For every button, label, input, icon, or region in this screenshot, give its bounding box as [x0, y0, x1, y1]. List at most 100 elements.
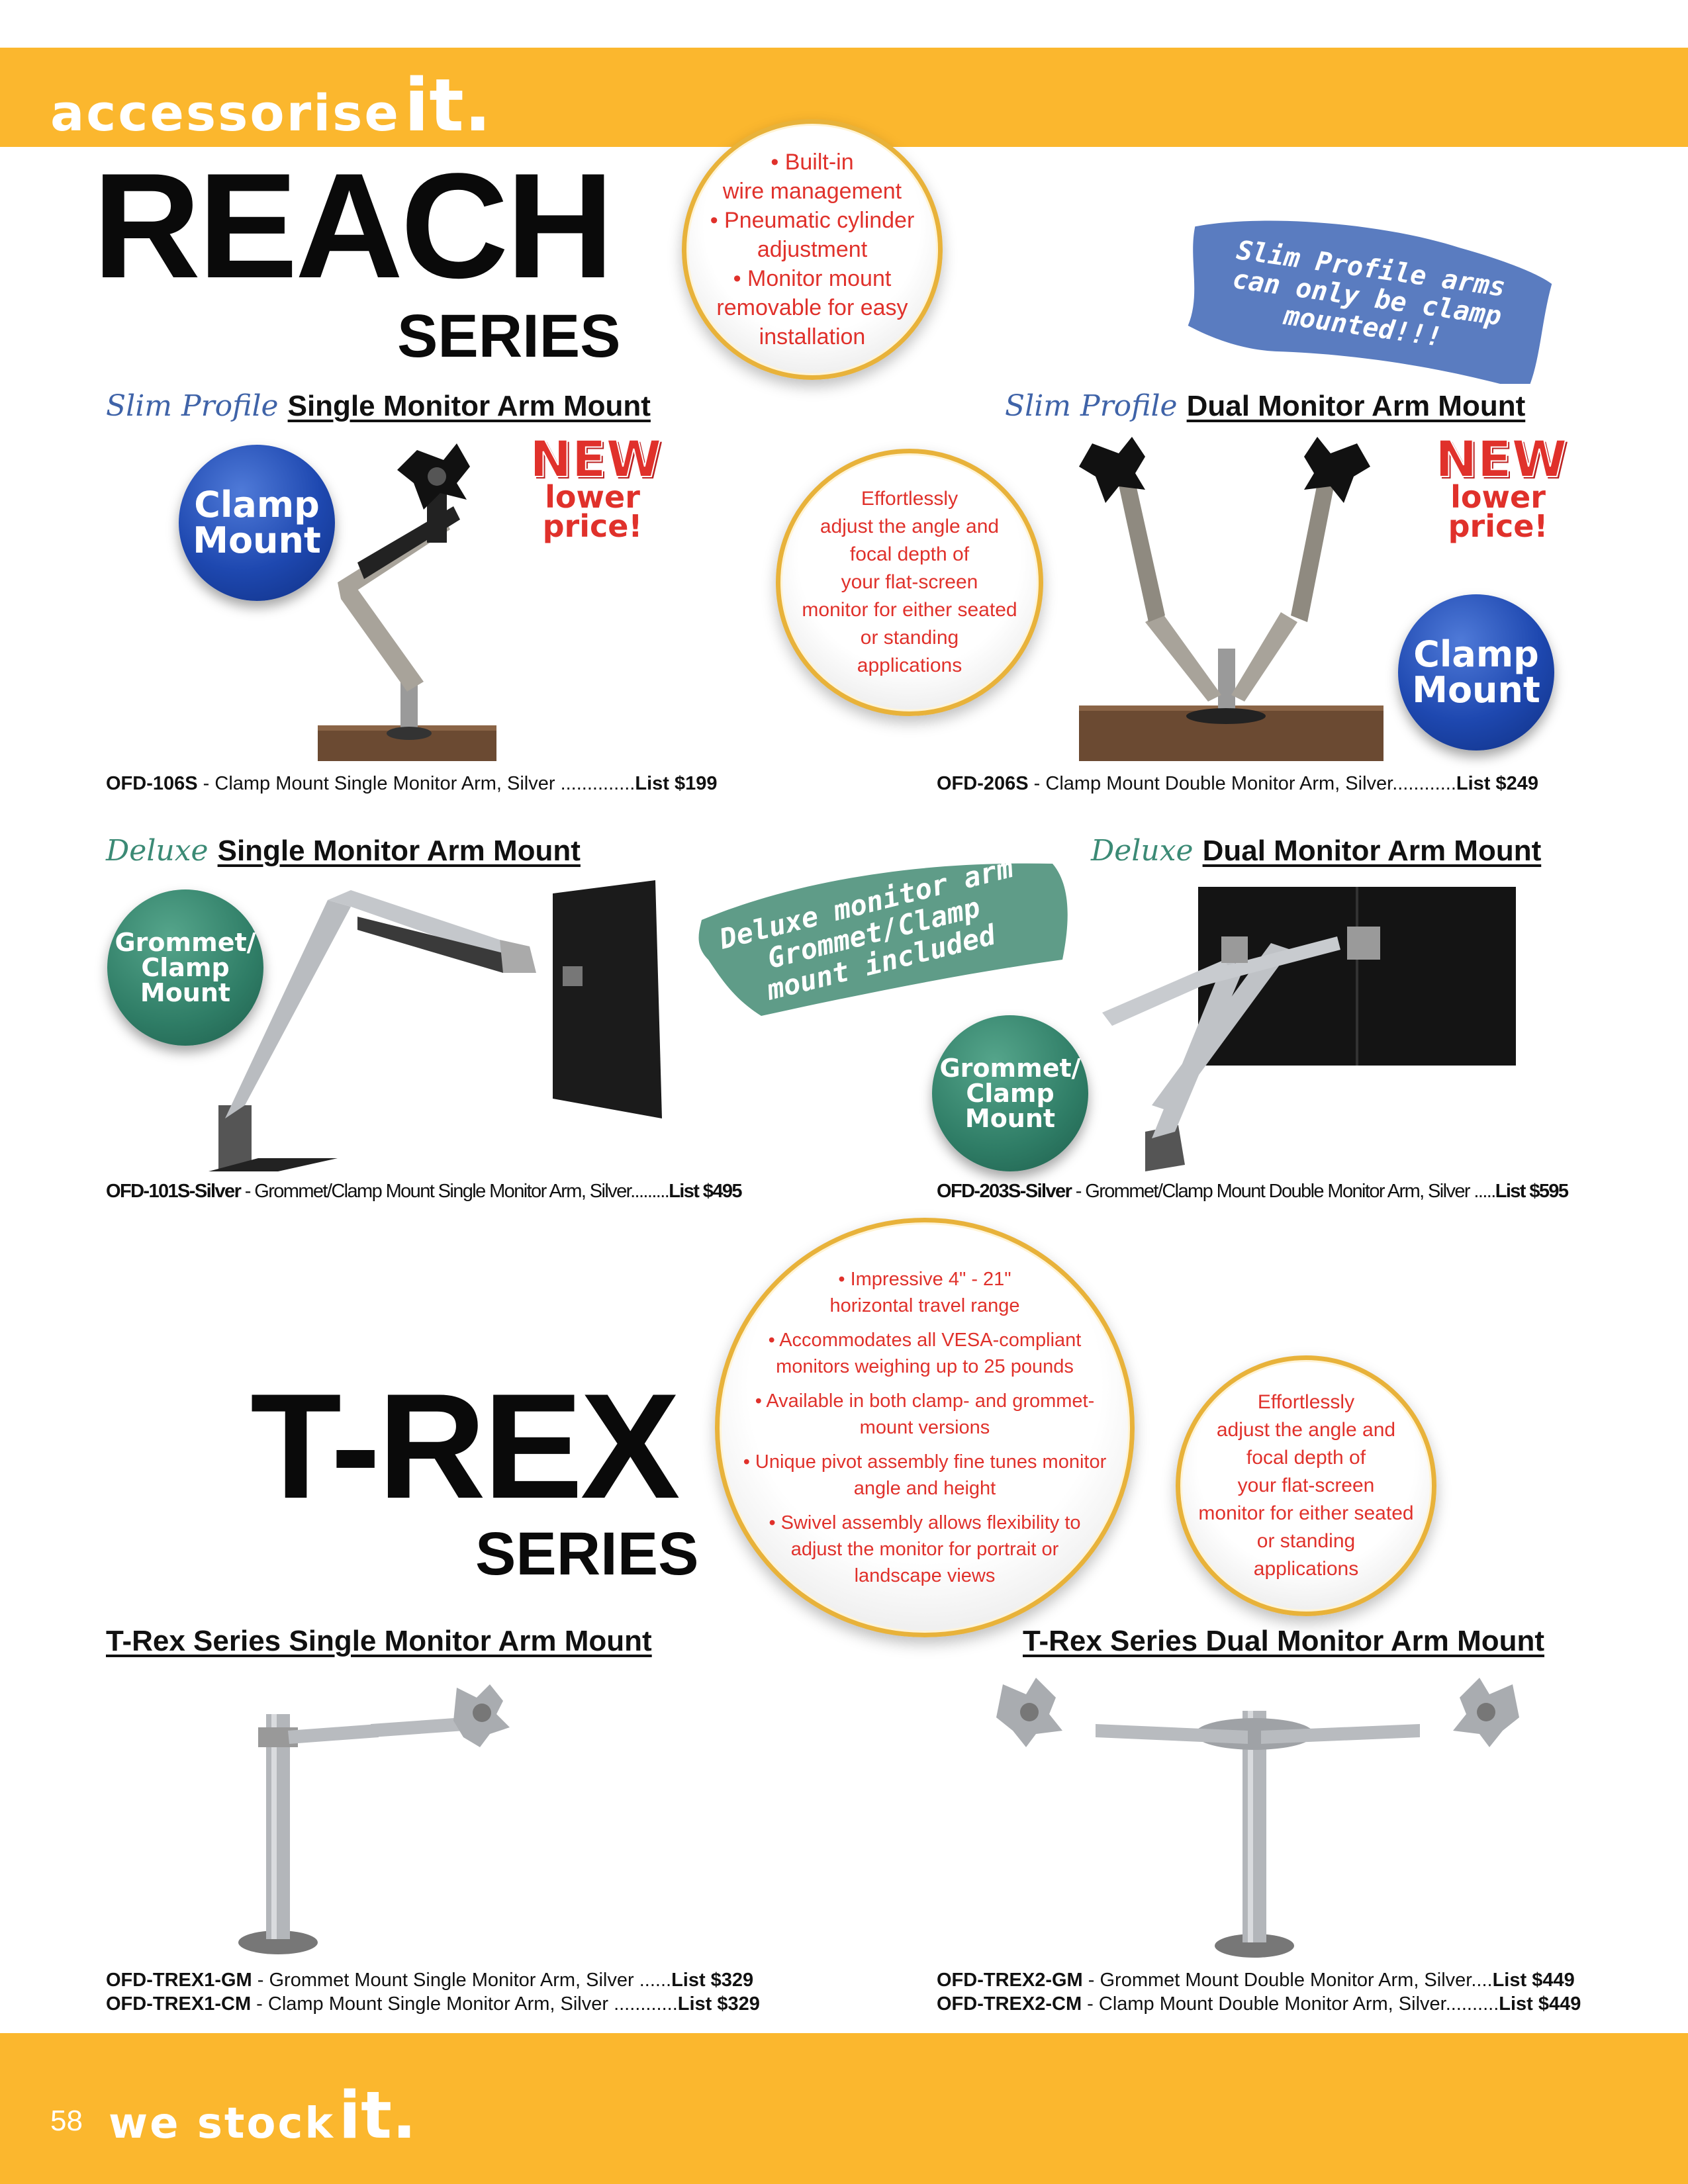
reach-features-bubble: • Built-in wire management • Pneumatic c…: [682, 119, 943, 380]
caption-row: OFD-TREX1-GM - Grommet Mount Single Moni…: [106, 1968, 760, 1992]
bubble-line: removable for easy: [716, 295, 908, 320]
desc: - Clamp Mount Double Monitor Arm, Silver…: [1028, 773, 1456, 794]
deluxe-dual-arm-image: [1102, 887, 1516, 1171]
slim-dual-title: Dual Monitor Arm Mount: [1186, 390, 1526, 422]
sku: OFD-TREX1-CM: [106, 1993, 252, 2015]
deluxe-single-badge: Grommet/ Clamp Mount: [107, 889, 263, 1046]
bubble-line: • Built-in: [771, 150, 854, 175]
deluxe-dual-prefix: Deluxe: [1091, 834, 1194, 868]
sku: OFD-206S: [937, 773, 1029, 794]
bubble-line: landscape views: [854, 1565, 996, 1586]
slim-dual-badge: Clamp Mount: [1398, 594, 1554, 751]
trex-feature: • Swivel assembly allows flexibility to …: [769, 1510, 1080, 1589]
trex-dual-heading: T-Rex Series Dual Monitor Arm Mount: [1023, 1627, 1544, 1656]
bubble-line: • Available in both clamp- and grommet-: [755, 1390, 1095, 1412]
price: List $495: [669, 1181, 742, 1202]
caption-row: OFD-TREX1-CM - Clamp Mount Single Monito…: [106, 1992, 760, 2016]
slim-dual-prefix: Slim Profile: [1005, 389, 1178, 423]
desc: - Grommet Mount Double Monitor Arm, Silv…: [1082, 1970, 1493, 1991]
footer-tagline-it: it.: [338, 2078, 417, 2154]
sku: OFD-TREX1-GM: [106, 1970, 252, 1991]
trex-single-arm-image: [238, 1684, 510, 1954]
slim-dual-arm-image: [1079, 437, 1383, 761]
deluxe-single-caption: OFD-101S-Silver - Grommet/Clamp Mount Si…: [106, 1179, 743, 1203]
badge-line: Clamp: [1413, 633, 1539, 675]
price: List $329: [677, 1993, 760, 2015]
price: List $199: [635, 773, 718, 794]
new-label: NEW: [529, 430, 662, 488]
deluxe-single-arm-image: [209, 880, 662, 1171]
caption-row: OFD-TREX2-GM - Grommet Mount Double Moni…: [937, 1968, 1581, 1992]
reach-adjust-bubble: Effortlessly adjust the angle and focal …: [776, 449, 1043, 716]
bubble-line: adjust the angle and: [820, 516, 1000, 537]
bubble-line: adjust the monitor for portrait or: [790, 1539, 1059, 1560]
reach-title: REACH: [93, 142, 614, 309]
bubble-line: Effortlessly: [861, 488, 959, 510]
badge-line: Grommet/: [939, 1054, 1081, 1083]
bubble-line: horizontal travel range: [829, 1295, 1020, 1316]
bubble-line: or standing: [860, 627, 959, 649]
trex-single-caption: OFD-TREX1-GM - Grommet Mount Single Moni…: [106, 1968, 760, 2017]
bubble-line: angle and height: [853, 1478, 996, 1499]
footer-tagline: we stock it.: [109, 2078, 416, 2154]
bubble-line: applications: [857, 655, 962, 676]
trex-subtitle: SERIES: [475, 1520, 699, 1588]
desc: - Grommet/Clamp Mount Single Monitor Arm…: [240, 1181, 670, 1202]
desc: - Grommet Mount Single Monitor Arm, Silv…: [252, 1970, 672, 1991]
sku: OFD-TREX2-GM: [937, 1970, 1083, 1991]
slim-single-prefix: Slim Profile: [106, 389, 279, 423]
slim-single-caption: OFD-106S - Clamp Mount Single Monitor Ar…: [106, 772, 718, 796]
bubble-line: • Unique pivot assembly fine tunes monit…: [743, 1451, 1107, 1473]
trex-dual-title: T-Rex Series Dual Monitor Arm Mount: [1023, 1625, 1545, 1657]
slim-single-new-price: NEW lower price!: [529, 430, 662, 544]
badge-line: Clamp: [966, 1079, 1055, 1108]
bubble-line: Effortlessly: [1257, 1391, 1355, 1413]
bubble-line: your flat-screen: [841, 571, 978, 593]
reach-subtitle: SERIES: [397, 302, 621, 370]
deluxe-single-prefix: Deluxe: [106, 834, 209, 868]
deluxe-dual-caption: OFD-203S-Silver - Grommet/Clamp Mount Do…: [937, 1179, 1569, 1203]
price: List $249: [1456, 773, 1539, 794]
header-tagline: accessorise it.: [50, 63, 492, 148]
page-number: 58: [50, 2105, 83, 2137]
header-tagline-it: it.: [404, 63, 492, 148]
slim-banner-shape: [1188, 220, 1552, 384]
price-label: price!: [1448, 508, 1548, 544]
desc: - Clamp Mount Single Monitor Arm, Silver…: [251, 1993, 678, 2015]
sku: OFD-101S-Silver: [106, 1181, 242, 1202]
badge-line: Mount: [1412, 669, 1540, 711]
bubble-line: focal depth of: [1246, 1447, 1366, 1469]
trex-feature: • Impressive 4" - 21" horizontal travel …: [830, 1266, 1020, 1319]
badge-line: Clamp: [194, 484, 320, 525]
trex-feature: • Unique pivot assembly fine tunes monit…: [743, 1449, 1107, 1502]
deluxe-banner-shape: [698, 863, 1068, 1016]
bubble-line: • Swivel assembly allows flexibility to: [769, 1512, 1081, 1533]
bubble-line: • Monitor mount: [733, 266, 892, 291]
bubble-line: your flat-screen: [1237, 1475, 1375, 1496]
bubble-line: • Pneumatic cylinder: [710, 208, 915, 233]
slim-single-badge: Clamp Mount: [179, 445, 335, 601]
bubble-line: adjust the angle and: [1216, 1419, 1396, 1441]
bubble-line: • Impressive 4" - 21": [838, 1269, 1011, 1290]
lower-label: lower: [545, 479, 640, 516]
desc: - Clamp Mount Single Monitor Arm, Silver…: [197, 773, 635, 794]
slim-dual-caption: OFD-206S - Clamp Mount Double Monitor Ar…: [937, 772, 1538, 796]
trex-single-title: T-Rex Series Single Monitor Arm Mount: [106, 1625, 652, 1657]
badge-line: Mount: [964, 1104, 1056, 1133]
trex-feature: • Accommodates all VESA-compliant monito…: [769, 1327, 1082, 1380]
footer-tagline-word: we stock: [109, 2099, 335, 2148]
footer-band: [0, 2033, 1688, 2184]
price: List $449: [1492, 1970, 1575, 1991]
bubble-line: focal depth of: [849, 543, 970, 565]
badge-line: Clamp: [141, 953, 230, 982]
badge-line: Grommet/: [115, 928, 256, 957]
badge-line: Mount: [140, 978, 231, 1007]
bubble-line: or standing: [1256, 1530, 1356, 1552]
bubble-line: mount versions: [859, 1417, 990, 1438]
price-label: price!: [542, 508, 643, 544]
trex-dual-caption: OFD-TREX2-GM - Grommet Mount Double Moni…: [937, 1968, 1581, 2017]
